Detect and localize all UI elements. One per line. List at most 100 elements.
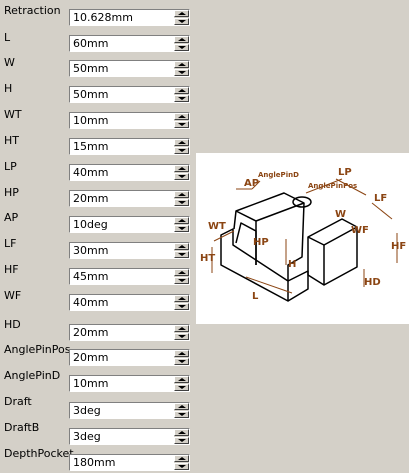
spinner-down-arrow-icon[interactable] [174, 225, 189, 232]
spinner-up-arrow-icon[interactable] [174, 165, 189, 172]
spinner-down-arrow-icon[interactable] [174, 333, 189, 340]
spinner-down-arrow-icon[interactable] [174, 173, 189, 180]
param-spinner-wf[interactable] [69, 294, 190, 311]
param-input-wf[interactable] [70, 295, 174, 310]
spinner-up-arrow-icon[interactable] [174, 350, 189, 357]
spinner-up-arrow-icon[interactable] [174, 295, 189, 302]
spinner-up-arrow-icon[interactable] [174, 325, 189, 332]
param-label-hd: HD [4, 318, 21, 331]
param-input-l[interactable] [70, 36, 174, 51]
param-spinner-anglepinpos[interactable] [69, 349, 190, 366]
spinner-up-arrow-icon[interactable] [174, 191, 189, 198]
param-label-draftb: DraftB [4, 421, 40, 434]
param-input-wt[interactable] [70, 113, 174, 128]
param-label-ht: HT [4, 134, 19, 147]
spinner-down-arrow-icon[interactable] [174, 277, 189, 284]
spinner-down-arrow-icon[interactable] [174, 437, 189, 444]
spinner-up-arrow-icon[interactable] [174, 455, 189, 462]
param-row-anglepinpos: AnglePinPos [0, 0, 195, 366]
param-row-anglepind: AnglePinD [0, 0, 195, 392]
param-spinner-draftb[interactable] [69, 428, 190, 445]
param-input-lf[interactable] [70, 243, 174, 258]
param-row-wf: WF [0, 0, 195, 311]
param-spinner-h[interactable] [69, 86, 190, 103]
param-spinner-hp[interactable] [69, 190, 190, 207]
param-row-depthpocket: DepthPocket [0, 0, 195, 471]
spinner-down-arrow-icon[interactable] [174, 411, 189, 418]
param-label-lp: LP [4, 160, 17, 173]
spinner-up-arrow-icon[interactable] [174, 403, 189, 410]
spinner-buttons [174, 61, 189, 76]
param-input-hp[interactable] [70, 191, 174, 206]
spinner-up-arrow-icon[interactable] [174, 243, 189, 250]
param-spinner-hd[interactable] [69, 324, 190, 341]
spinner-up-arrow-icon[interactable] [174, 429, 189, 436]
param-spinner-l[interactable] [69, 35, 190, 52]
spinner-buttons [174, 36, 189, 51]
param-input-anglepind[interactable] [70, 376, 174, 391]
param-spinner-ht[interactable] [69, 138, 190, 155]
spinner-buttons [174, 217, 189, 232]
param-input-lp[interactable] [70, 165, 174, 180]
param-input-depthpocket[interactable] [70, 455, 174, 470]
param-spinner-lf[interactable] [69, 242, 190, 259]
spinner-buttons [174, 191, 189, 206]
spinner-down-arrow-icon[interactable] [174, 251, 189, 258]
spinner-down-arrow-icon[interactable] [174, 463, 189, 470]
param-input-draftb[interactable] [70, 429, 174, 444]
param-input-h[interactable] [70, 87, 174, 102]
dim-hd-label: HD [364, 277, 381, 288]
param-spinner-anglepind[interactable] [69, 375, 190, 392]
param-input-retraction[interactable] [70, 10, 174, 25]
param-input-hd[interactable] [70, 325, 174, 340]
spinner-down-arrow-icon[interactable] [174, 384, 189, 391]
param-input-anglepinpos[interactable] [70, 350, 174, 365]
param-spinner-lp[interactable] [69, 164, 190, 181]
spinner-down-arrow-icon[interactable] [174, 199, 189, 206]
spinner-down-arrow-icon[interactable] [174, 303, 189, 310]
param-label-h: H [4, 82, 13, 95]
spinner-up-arrow-icon[interactable] [174, 217, 189, 224]
spinner-up-arrow-icon[interactable] [174, 61, 189, 68]
param-row-draft: Draft [0, 0, 195, 419]
dim-lf-label: LF [374, 193, 387, 204]
spinner-down-arrow-icon[interactable] [174, 147, 189, 154]
spinner-up-arrow-icon[interactable] [174, 139, 189, 146]
spinner-up-arrow-icon[interactable] [174, 269, 189, 276]
dim-wf-label: WF [351, 225, 369, 236]
spinner-buttons [174, 429, 189, 444]
param-input-draft[interactable] [70, 403, 174, 418]
param-spinner-w[interactable] [69, 60, 190, 77]
spinner-up-arrow-icon[interactable] [174, 113, 189, 120]
param-row-w: W [0, 0, 195, 77]
spinner-up-arrow-icon[interactable] [174, 36, 189, 43]
param-input-hf[interactable] [70, 269, 174, 284]
spinner-down-arrow-icon[interactable] [174, 95, 189, 102]
spinner-down-arrow-icon[interactable] [174, 121, 189, 128]
param-spinner-ap[interactable] [69, 216, 190, 233]
param-spinner-retraction[interactable] [69, 9, 190, 26]
spinner-down-arrow-icon[interactable] [174, 358, 189, 365]
param-label-lf: LF [4, 237, 17, 250]
spinner-buttons [174, 403, 189, 418]
spinner-up-arrow-icon[interactable] [174, 376, 189, 383]
spinner-down-arrow-icon[interactable] [174, 69, 189, 76]
spinner-buttons [174, 113, 189, 128]
spinner-up-arrow-icon[interactable] [174, 10, 189, 17]
param-input-w[interactable] [70, 61, 174, 76]
param-spinner-hf[interactable] [69, 268, 190, 285]
param-row-h: H [0, 0, 195, 103]
param-input-ht[interactable] [70, 139, 174, 154]
spinner-buttons [174, 455, 189, 470]
part-diagram: AP LP LF AnglePinD AnglePinPos W WF WT H… [196, 153, 409, 324]
spinner-down-arrow-icon[interactable] [174, 44, 189, 51]
spinner-buttons [174, 243, 189, 258]
param-spinner-draft[interactable] [69, 402, 190, 419]
spinner-buttons [174, 376, 189, 391]
spinner-up-arrow-icon[interactable] [174, 87, 189, 94]
param-spinner-depthpocket[interactable] [69, 454, 190, 471]
spinner-down-arrow-icon[interactable] [174, 18, 189, 25]
param-input-ap[interactable] [70, 217, 174, 232]
spinner-buttons [174, 295, 189, 310]
param-spinner-wt[interactable] [69, 112, 190, 129]
